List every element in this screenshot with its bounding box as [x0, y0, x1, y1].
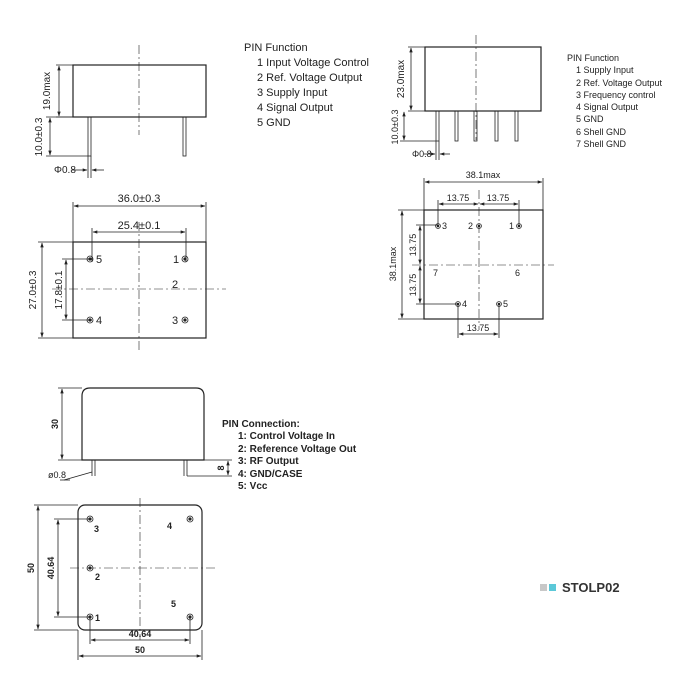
- part1-pin-pitch-dim: 17.8±0.1: [54, 270, 65, 309]
- part2-side-view: [400, 35, 542, 160]
- pin-connection-item: 1: Control Voltage In: [238, 431, 336, 443]
- pin-connection-item: 4: GND/CASE: [238, 468, 303, 480]
- pin-function-list-1: PIN Function 1 Input Voltage Control 2 R…: [244, 41, 369, 131]
- pin-function-item: 1 Supply Input: [576, 65, 634, 76]
- pin-function-item: 4 Signal Output: [576, 102, 639, 113]
- pin-function-item: 2 Ref. Voltage Output: [257, 72, 363, 84]
- part2-bottom-dim: 13.75: [467, 323, 490, 333]
- part2-pin-label: 4: [462, 299, 467, 309]
- pin-connection-item: 2: Reference Voltage Out: [238, 443, 357, 455]
- pin-connection-item: 3: RF Output: [238, 456, 299, 468]
- part2-top-view: [398, 178, 554, 338]
- part1-pin-dia-dim: Φ0.8: [54, 165, 76, 176]
- pin-function-item: 3 Supply Input: [257, 87, 328, 99]
- pin-function-item: 3 Frequency control: [576, 89, 656, 100]
- part3-pin-label: 4: [167, 521, 172, 531]
- part2-pin-dia-dim: Φ0.8: [412, 149, 432, 159]
- part1-top-view: [38, 202, 226, 350]
- pin-function-item: 1 Input Voltage Control: [257, 57, 369, 69]
- pin-connection-list-3: PIN Connection: 1: Control Voltage In 2:…: [222, 419, 356, 493]
- part3-pin-label: 5: [171, 599, 176, 609]
- part3-pin-span-v-dim: 40.64: [46, 557, 56, 580]
- part3-height-dim: 30: [50, 419, 60, 429]
- part2-pin-label: 3: [442, 221, 447, 231]
- part3-side-view: [58, 387, 232, 481]
- part1-height-dim: 19.0max: [42, 72, 53, 110]
- part1-pin-label: 1: [173, 254, 179, 266]
- part1-side-view: [46, 45, 207, 178]
- part3-pin-label: 3: [94, 524, 99, 534]
- part2-top-dim-right: 13.75: [487, 193, 510, 203]
- pin-function-item: 7 Shell GND: [576, 139, 627, 150]
- part1-pin-label: 3: [172, 315, 178, 327]
- part3-pin-label: 1: [95, 613, 100, 623]
- pin-function-title: PIN Function: [244, 42, 308, 54]
- part3-pin-dia-dim: ø0.8: [48, 470, 66, 480]
- part2-pin-label: 2: [468, 221, 473, 231]
- pin-function-title: PIN Function: [567, 53, 620, 63]
- pin-connection-item: 5: Vcc: [238, 481, 268, 493]
- pin-function-item: 4 Signal Output: [257, 102, 333, 114]
- pin-function-list-2: PIN Function 1 Supply Input 2 Ref. Volta…: [567, 52, 662, 150]
- part1-pin-label: 4: [96, 315, 102, 327]
- part2-side-dim-top: 13.75: [408, 234, 418, 257]
- part2-pin-label: 6: [515, 268, 520, 278]
- part1-pin-label: 5: [96, 254, 102, 266]
- part2-height-dim: 23.0max: [396, 60, 407, 98]
- part2-side-dim-bottom: 13.75: [408, 274, 418, 297]
- part2-depth-dim: 38.1max: [388, 246, 398, 281]
- part3-pin-span-h-dim: 40.64: [129, 629, 152, 639]
- part2-pin-label: 5: [503, 299, 508, 309]
- badge-square-cyan-icon: [549, 584, 556, 591]
- part1-pin-label: 2: [172, 279, 178, 291]
- part2-pin-label: 7: [433, 268, 438, 278]
- part3-bottom-view: [34, 498, 218, 660]
- badge-square-gray-icon: [540, 584, 547, 591]
- part2-width-dim: 38.1max: [466, 170, 501, 180]
- part2-pin-label: 1: [509, 221, 514, 231]
- part2-lead-dim: 10.0±0.3: [390, 110, 400, 145]
- part1-depth-dim: 27.0±0.3: [28, 270, 39, 309]
- pin-function-item: 5 GND: [257, 117, 291, 129]
- part1-pin-span-dim: 25.4±0.1: [118, 220, 161, 232]
- part3-depth-dim: 50: [26, 563, 36, 573]
- part3-pin-label: 2: [95, 572, 100, 582]
- pin-function-item: 5 GND: [576, 114, 604, 125]
- pin-function-item: 6 Shell GND: [576, 126, 627, 137]
- part1-lead-dim: 10.0±0.3: [34, 117, 45, 156]
- pin-function-item: 2 Ref. Voltage Output: [576, 77, 663, 88]
- part3-lead-dim: 8: [216, 465, 226, 470]
- model-code: STOLP02: [562, 580, 620, 595]
- part2-top-dim-left: 13.75: [447, 193, 470, 203]
- part3-width-dim: 50: [135, 645, 145, 655]
- model-badge: STOLP02: [540, 580, 620, 595]
- part1-width-dim: 36.0±0.3: [118, 193, 161, 205]
- pin-connection-title: PIN Connection:: [222, 419, 300, 430]
